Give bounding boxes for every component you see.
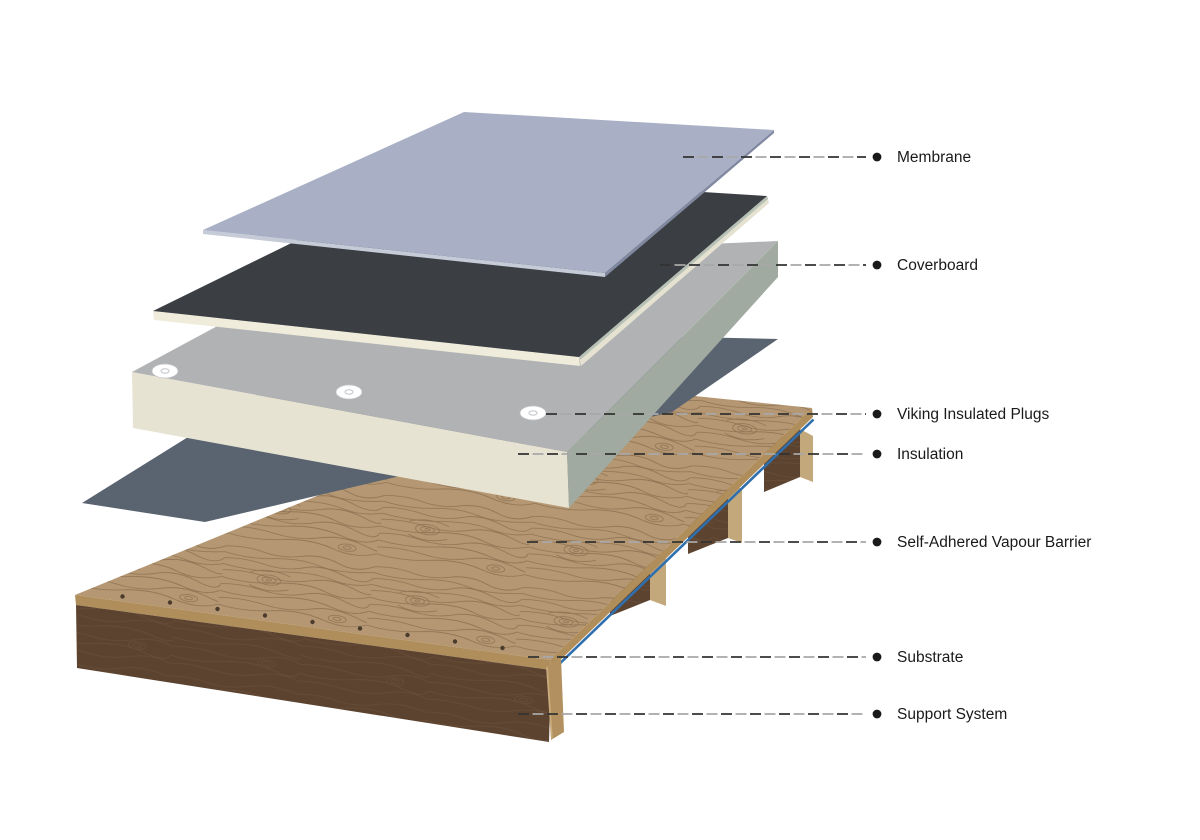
layer-label-vapour-barrier: Self-Adhered Vapour Barrier bbox=[897, 534, 1091, 551]
leader-dot bbox=[872, 152, 882, 162]
membrane-edge-left bbox=[203, 230, 605, 277]
joist-end-face bbox=[800, 429, 813, 482]
adhesive-blue-line bbox=[550, 418, 815, 673]
leader-line-insulation bbox=[518, 449, 882, 459]
fastener-dot bbox=[357, 626, 363, 631]
membrane-top-face bbox=[203, 112, 774, 273]
fastener-dot bbox=[500, 645, 505, 651]
coverboard-core-edge-left bbox=[153, 311, 580, 366]
leader-dot bbox=[872, 709, 882, 719]
insulated-plug bbox=[519, 405, 547, 421]
fastener-dot bbox=[262, 613, 268, 618]
insulation-side-face bbox=[567, 241, 778, 508]
beam-front-face bbox=[76, 605, 551, 742]
layer-label-substrate: Substrate bbox=[897, 649, 963, 666]
leader-dot bbox=[872, 537, 882, 547]
leader-line-coverboard bbox=[660, 260, 882, 270]
leader-line-substrate bbox=[528, 652, 882, 662]
layer-label-coverboard: Coverboard bbox=[897, 257, 978, 274]
membrane-edge-right bbox=[605, 130, 774, 277]
layer-label-membrane: Membrane bbox=[897, 149, 971, 166]
fastener-dot bbox=[120, 594, 125, 599]
leader-lines bbox=[518, 152, 882, 719]
leader-line-support-system bbox=[518, 709, 882, 719]
leader-line-vapour-barrier bbox=[527, 537, 882, 547]
fastener-dot bbox=[452, 639, 458, 644]
insulated-plug bbox=[335, 384, 363, 400]
leader-line-membrane bbox=[683, 152, 882, 162]
beam-cap-highlight bbox=[546, 666, 553, 740]
layer-label-viking-insulated-plugs: Viking Insulated Plugs bbox=[897, 406, 1049, 423]
fastener-dot bbox=[405, 632, 410, 638]
fastener-dot bbox=[310, 619, 315, 625]
support-system-beam bbox=[76, 605, 564, 742]
insulated-plug bbox=[151, 363, 179, 379]
substrate-front-edge bbox=[75, 595, 551, 670]
insulation-front-face bbox=[132, 372, 569, 508]
layer-labels: Membrane Coverboard Viking Insulated Plu… bbox=[897, 149, 1091, 723]
coverboard-sliver-edge bbox=[579, 196, 768, 360]
viking-insulated-plugs bbox=[151, 363, 547, 421]
membrane-layer bbox=[203, 112, 774, 277]
substrate-right-edge bbox=[550, 408, 813, 669]
leader-dot bbox=[872, 652, 882, 662]
leader-dot bbox=[872, 409, 882, 419]
layer-label-insulation: Insulation bbox=[897, 446, 963, 463]
substrate-fasteners bbox=[120, 594, 505, 651]
layer-label-support-system: Support System bbox=[897, 706, 1007, 723]
leader-line-viking-insulated-plugs bbox=[546, 409, 882, 419]
fastener-dot bbox=[167, 600, 173, 605]
leader-dot bbox=[872, 449, 882, 459]
fastener-dot bbox=[215, 606, 220, 612]
leader-dot bbox=[872, 260, 882, 270]
